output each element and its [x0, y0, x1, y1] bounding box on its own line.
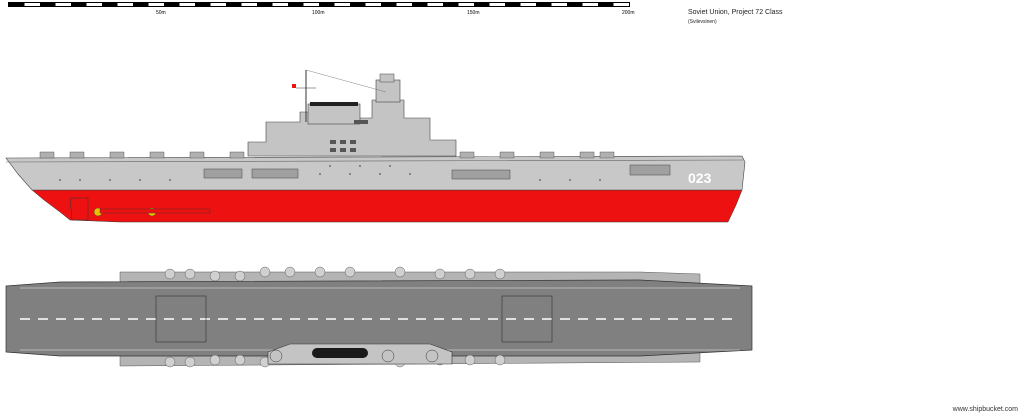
rudder: [69, 197, 89, 221]
scale-label-200: 200m: [622, 10, 635, 16]
scale-label-50: 50m: [156, 10, 166, 16]
prop-shaft: [99, 208, 211, 214]
page-title: Soviet Union, Project 72 Class: [688, 9, 783, 16]
scale-label-150: 150m: [467, 10, 480, 16]
scale-label-100: 100m: [312, 10, 325, 16]
deck-guns: [39, 151, 615, 159]
hull-lower: [31, 189, 743, 223]
scale-bar: [8, 2, 630, 8]
funnel: [307, 103, 361, 125]
hull-number: 023: [688, 170, 712, 186]
island: [247, 99, 457, 157]
funnel-cap: [310, 102, 358, 106]
hull-upper: [5, 155, 746, 191]
watermark: www.shipbucket.com: [952, 406, 1018, 413]
tower: [375, 79, 401, 103]
portholes: [59, 165, 601, 181]
scale-bar-segment: [8, 2, 630, 7]
page-subtitle: (Svilevsinen): [688, 19, 717, 25]
